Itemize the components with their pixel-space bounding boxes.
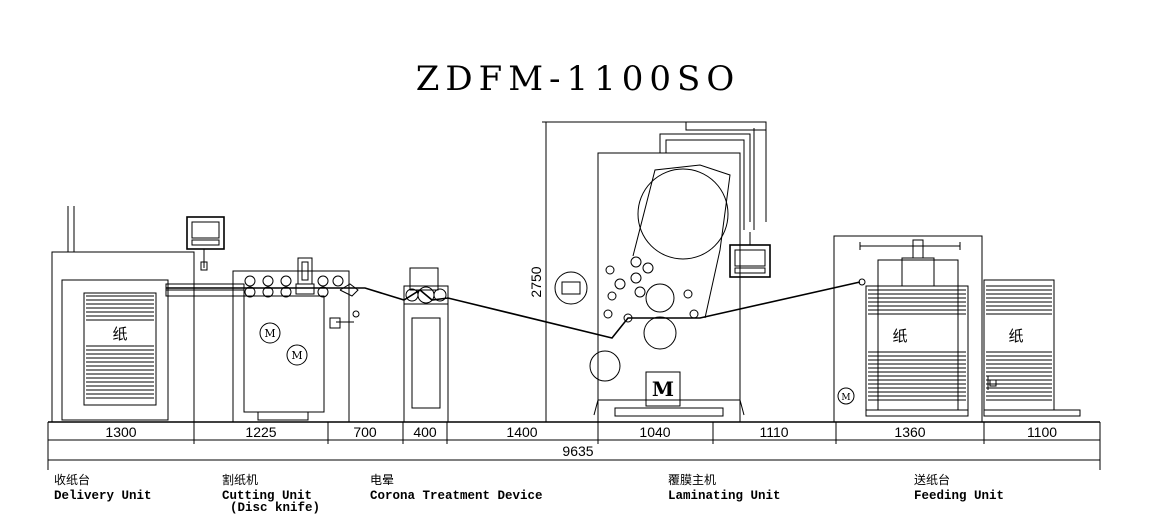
motor-icon-2: [286, 344, 308, 366]
unit-en2-cutting: (Disc knife): [230, 501, 320, 515]
corona-unit-drawing: [403, 267, 449, 423]
unit-en-corona: Corona Treatment Device: [370, 489, 543, 503]
diagram-title: ZDFM-1100SO: [416, 59, 740, 99]
main-motor-label: M: [652, 377, 674, 401]
unit-en-laminating: Laminating Unit: [668, 489, 781, 503]
dim-segment-6: 1040: [639, 424, 670, 440]
dim-total: 9635: [562, 443, 593, 459]
motor-icon-3: [837, 387, 855, 405]
unit-cn-delivery: 收纸台: [54, 472, 90, 487]
dim-height: 2750: [528, 266, 544, 297]
dim-segment-2: 1225: [245, 424, 276, 440]
unit-cn-corona: 电晕: [370, 473, 394, 487]
unit-en-cutting: Cutting Unit: [222, 489, 312, 503]
paper-web: [166, 281, 861, 339]
control-panel-right: [729, 232, 771, 278]
unit-labels: 收纸台 Delivery Unit 割纸机 Cutting Unit (Disc…: [54, 472, 1004, 515]
delivery-unit-drawing: 纸: [51, 206, 245, 423]
unit-en-delivery: Delivery Unit: [54, 489, 152, 503]
feeding-unit-drawing: 纸 M 纸: [833, 235, 1081, 423]
paper-label-feeding-1: 纸: [892, 327, 907, 345]
motor-label-2: M: [291, 349, 302, 362]
motor-label-1: M: [264, 327, 275, 340]
unit-cn-laminating: 覆膜主机: [668, 473, 716, 487]
base-and-dimensions: 1300 1225 700 400 1400 1040 1110 1360 11…: [47, 421, 1101, 470]
main-motor-box: [645, 371, 681, 407]
dim-segment-9: 1100: [1027, 424, 1057, 440]
dim-segment-5: 1400: [506, 424, 537, 440]
unit-cn-cutting: 割纸机: [222, 472, 258, 487]
dim-segment-7: 1110: [759, 424, 788, 440]
unit-cn-feeding: 送纸台: [914, 472, 950, 487]
motor-icon-1: [259, 322, 281, 344]
dim-segment-8: 1360: [894, 424, 925, 440]
paper-label-feeding-2: 纸: [1008, 327, 1023, 345]
dim-segment-1: 1300: [105, 424, 136, 440]
dim-segment-3: 700: [353, 424, 377, 440]
paper-label-delivery: 纸: [112, 325, 127, 343]
motor-label-3: M: [841, 393, 850, 403]
dim-segment-4: 400: [413, 424, 437, 440]
unit-en-feeding: Feeding Unit: [914, 489, 1004, 503]
laminating-unit-drawing: 2750 M: [528, 121, 767, 423]
cutting-unit-drawing: M M: [232, 257, 360, 423]
control-panel-left: [186, 216, 225, 271]
